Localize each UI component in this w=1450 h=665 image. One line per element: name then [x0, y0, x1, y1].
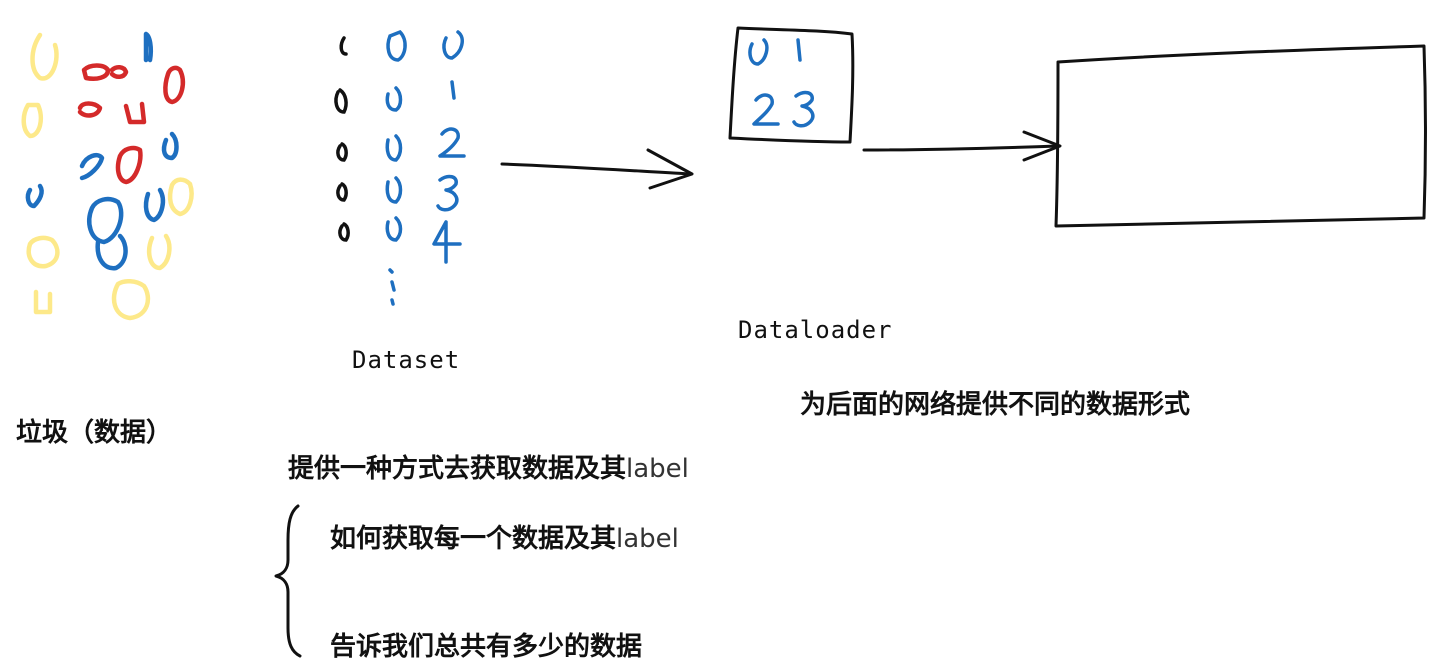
- yellow-blob: [111, 279, 151, 321]
- dataset-purpose-note: 提供一种方式去获取数据及其label: [288, 448, 689, 485]
- red-blob: [123, 101, 147, 125]
- blue-blob: [143, 187, 166, 223]
- dataloader-batch-box: [728, 26, 855, 144]
- blue-blob: [79, 153, 105, 181]
- arrow-dataloader-to-network: [862, 130, 1062, 162]
- arrow-dataset-to-dataloader: [500, 148, 694, 190]
- dataset-digit-1: [450, 80, 456, 100]
- yellow-blob: [33, 289, 53, 315]
- red-blob: [163, 65, 185, 105]
- dataset-zero: [338, 222, 350, 242]
- dataset-label: Dataset: [352, 346, 461, 374]
- blue-blob: [87, 196, 124, 245]
- dataset-purpose-label-word: label: [626, 454, 689, 484]
- dataset-zero: [385, 134, 403, 162]
- batch-digit-2: [752, 93, 780, 126]
- dataset-column-b: [385, 29, 407, 242]
- dataset-zero: [336, 182, 348, 202]
- red-blob: [109, 65, 129, 79]
- dataset-zero: [385, 176, 403, 204]
- dataset-digit-4: [432, 220, 462, 264]
- list-item-get-data-label-word: label: [616, 524, 679, 554]
- scattered-data-blobs: [21, 31, 194, 321]
- list-brace: [274, 504, 302, 658]
- yellow-blob: [26, 235, 60, 269]
- dataset-zero: [385, 86, 403, 112]
- dataset-zero: [386, 29, 407, 62]
- yellow-blob: [30, 32, 59, 81]
- batch-digit-0: [748, 38, 769, 66]
- batch-digit-3: [792, 90, 815, 128]
- list-item-get-data: 如何获取每一个数据及其label: [330, 518, 679, 555]
- dataloader-label: Dataloader: [738, 316, 893, 344]
- red-blobs: [77, 63, 185, 185]
- dataset-column-c: [432, 30, 466, 264]
- blue-blob: [143, 31, 154, 63]
- red-blob: [115, 145, 143, 185]
- red-blob: [81, 63, 111, 81]
- dataset-zero: [336, 142, 348, 162]
- dataset-zero: [385, 216, 403, 242]
- blue-blobs: [25, 31, 179, 271]
- yellow-blob: [147, 233, 172, 271]
- dataloader-batch-digits: [748, 38, 815, 128]
- network-box: [1054, 44, 1427, 228]
- dataset-zero: [339, 36, 348, 56]
- blue-blob: [25, 183, 44, 209]
- yellow-blobs: [21, 32, 194, 321]
- blue-blob: [161, 131, 179, 161]
- dataset-ellipsis: [388, 268, 396, 306]
- red-blob: [77, 101, 103, 118]
- dataset-zero: [334, 88, 348, 114]
- dataset-digit-2: [438, 127, 466, 158]
- dataloader-purpose-note: 为后面的网络提供不同的数据形式: [800, 390, 1191, 420]
- dataset-column-a: [334, 36, 350, 242]
- batch-digit-1: [796, 38, 802, 62]
- dataset-purpose-text: 提供一种方式去获取数据及其: [288, 454, 627, 484]
- dataset-digit-3: [436, 174, 459, 212]
- list-item-count-data: 告诉我们总共有多少的数据: [330, 632, 643, 662]
- list-item-get-data-text: 如何获取每一个数据及其: [330, 524, 617, 554]
- yellow-blob: [167, 177, 194, 217]
- blue-blob: [95, 233, 128, 271]
- dataset-digit-0: [442, 30, 464, 60]
- yellow-blob: [21, 102, 43, 139]
- garbage-data-label: 垃圾（数据）: [16, 418, 173, 448]
